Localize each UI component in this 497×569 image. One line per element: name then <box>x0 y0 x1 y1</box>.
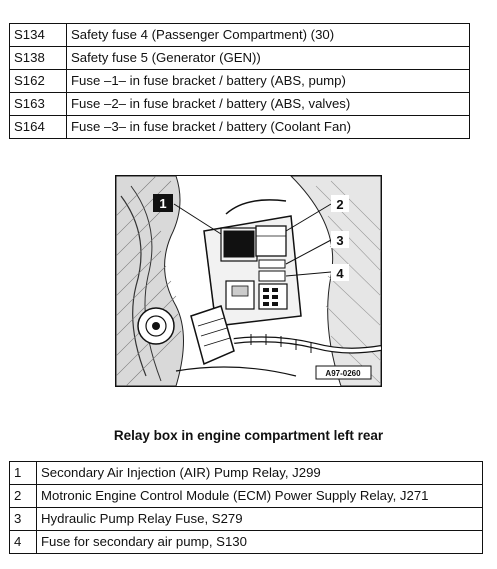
relay-1-shape <box>223 230 255 258</box>
table-row: S164 Fuse –3– in fuse bracket / battery … <box>9 115 470 139</box>
callout-4-label: 4 <box>336 266 344 281</box>
callout-2-label: 2 <box>336 197 343 212</box>
fuse-code: S134 <box>9 23 67 47</box>
table-row: 2 Motronic Engine Control Module (ECM) P… <box>9 484 483 508</box>
table-row: S134 Safety fuse 4 (Passenger Compartmen… <box>9 23 470 47</box>
relay-box-illustration: 1 2 3 4 A97-0260 <box>115 175 382 387</box>
table-row: S138 Safety fuse 5 (Generator (GEN)) <box>9 46 470 70</box>
legend-number: 2 <box>9 484 37 508</box>
legend-description: Secondary Air Injection (AIR) Pump Relay… <box>36 461 483 485</box>
fuse-code: S162 <box>9 69 67 93</box>
table-row: S163 Fuse –2– in fuse bracket / battery … <box>9 92 470 116</box>
fuse-description: Fuse –2– in fuse bracket / battery (ABS,… <box>66 92 470 116</box>
legend-number: 1 <box>9 461 37 485</box>
legend-number: 3 <box>9 507 37 531</box>
relay-legend-table: 1 Secondary Air Injection (AIR) Pump Rel… <box>9 461 483 554</box>
legend-description: Motronic Engine Control Module (ECM) Pow… <box>36 484 483 508</box>
legend-description: Fuse for secondary air pump, S130 <box>36 530 483 554</box>
table-row: 4 Fuse for secondary air pump, S130 <box>9 530 483 554</box>
table-row: S162 Fuse –1– in fuse bracket / battery … <box>9 69 470 93</box>
legend-description: Hydraulic Pump Relay Fuse, S279 <box>36 507 483 531</box>
figure-caption: Relay box in engine compartment left rea… <box>113 428 384 443</box>
callout-1-label: 1 <box>159 196 166 211</box>
fuse-code: S163 <box>9 92 67 116</box>
fuse-code: S138 <box>9 46 67 70</box>
fuse-table: S134 Safety fuse 4 (Passenger Compartmen… <box>9 23 470 139</box>
table-row: 3 Hydraulic Pump Relay Fuse, S279 <box>9 507 483 531</box>
legend-number: 4 <box>9 530 37 554</box>
callout-3-label: 3 <box>336 233 343 248</box>
relay-2-shape <box>255 225 287 257</box>
fuse-description: Safety fuse 4 (Passenger Compartment) (3… <box>66 23 470 47</box>
fuse-description: Safety fuse 5 (Generator (GEN)) <box>66 46 470 70</box>
figure-reference-code: A97-0260 <box>325 369 361 378</box>
engine-compartment-drawing: 1 2 3 4 A97-0260 <box>116 176 381 386</box>
fuse-code: S164 <box>9 115 67 139</box>
table-row: 1 Secondary Air Injection (AIR) Pump Rel… <box>9 461 483 485</box>
fuse-description: Fuse –3– in fuse bracket / battery (Cool… <box>66 115 470 139</box>
fuse-description: Fuse –1– in fuse bracket / battery (ABS,… <box>66 69 470 93</box>
